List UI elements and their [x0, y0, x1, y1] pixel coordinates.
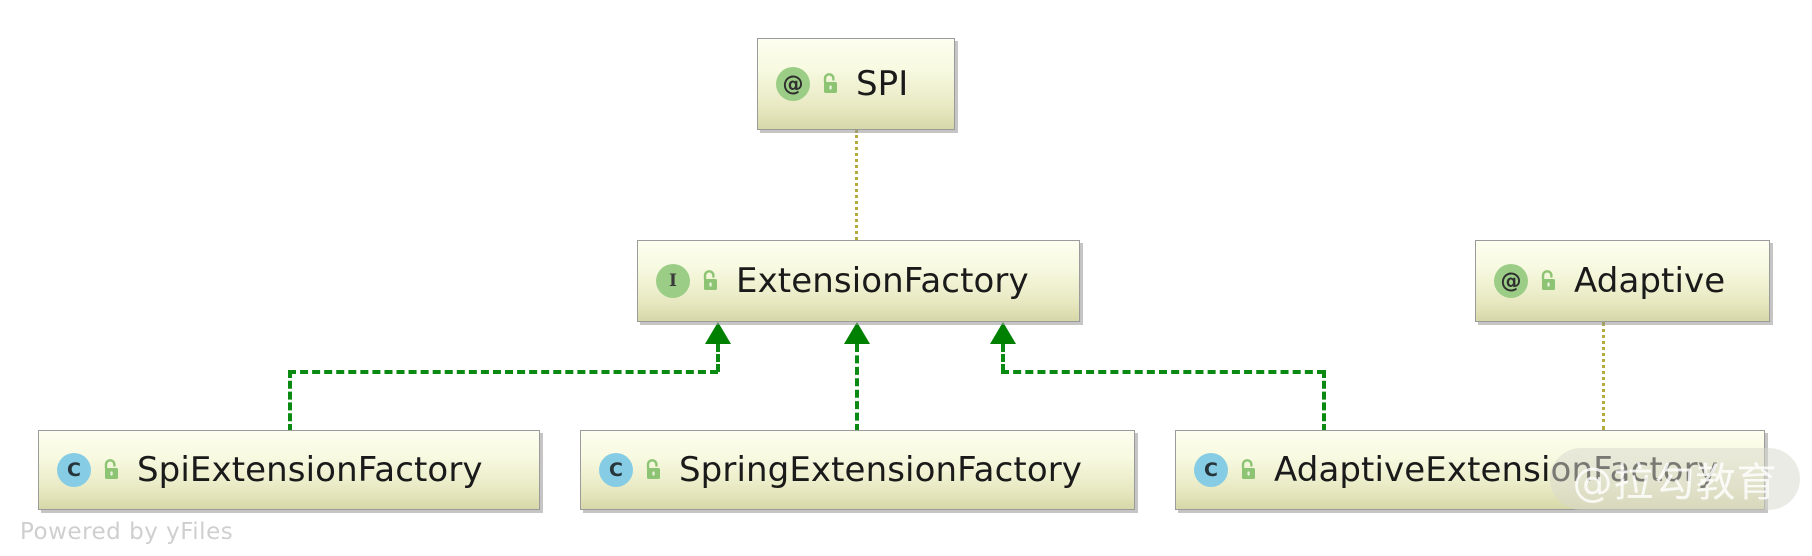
edge-spi-ef-riser[interactable] — [288, 370, 292, 432]
node-extension-factory-label: ExtensionFactory — [736, 261, 1029, 301]
node-spi-extension-factory-icons: C — [57, 453, 137, 487]
edge-spring-ef-stem[interactable] — [855, 344, 859, 432]
edge-adaptive-to-adaptive-extension-factory[interactable] — [1602, 322, 1605, 430]
annotation-badge-icon: @ — [776, 67, 810, 101]
edge-spi-to-extension-factory[interactable] — [855, 130, 858, 240]
node-spring-extension-factory[interactable]: C SpringExtensionFactory — [580, 430, 1135, 510]
node-spi-icons: @ — [776, 67, 856, 101]
brand-watermark: @拉勾教育 — [1550, 448, 1800, 510]
node-spi-label: SPI — [856, 64, 909, 104]
edge-spi-ef-stem[interactable] — [716, 344, 720, 372]
node-adaptive-extension-factory-icons: C — [1194, 453, 1274, 487]
arrowhead-spring-extension-factory — [844, 322, 870, 344]
unlock-icon — [101, 458, 123, 482]
unlock-icon — [643, 458, 665, 482]
node-spi-extension-factory-label: SpiExtensionFactory — [137, 450, 483, 490]
unlock-icon — [1238, 458, 1260, 482]
interface-badge-icon: I — [656, 264, 690, 298]
annotation-badge-icon: @ — [1494, 264, 1528, 298]
unlock-icon — [1538, 269, 1560, 293]
yfiles-watermark: Powered by yFiles — [20, 519, 234, 545]
node-spi-extension-factory[interactable]: C SpiExtensionFactory — [38, 430, 540, 510]
node-adaptive[interactable]: @ Adaptive — [1475, 240, 1770, 322]
node-spring-extension-factory-label: SpringExtensionFactory — [679, 450, 1083, 490]
node-extension-factory[interactable]: I ExtensionFactory — [637, 240, 1080, 322]
unlock-icon — [820, 72, 842, 96]
edge-adaptive-ef-horizontal[interactable] — [1001, 370, 1325, 374]
node-adaptive-label: Adaptive — [1574, 261, 1726, 301]
edge-adaptive-ef-stem[interactable] — [1001, 344, 1005, 372]
brand-watermark-text: @拉勾教育 — [1572, 460, 1778, 506]
node-extension-factory-icons: I — [656, 264, 736, 298]
class-badge-icon: C — [1194, 453, 1228, 487]
node-spi[interactable]: @ SPI — [757, 38, 955, 130]
arrowhead-adaptive-extension-factory — [990, 322, 1016, 344]
arrowhead-spi-extension-factory — [705, 322, 731, 344]
class-badge-icon: C — [57, 453, 91, 487]
class-badge-icon: C — [599, 453, 633, 487]
node-adaptive-icons: @ — [1494, 264, 1574, 298]
node-spring-extension-factory-icons: C — [599, 453, 679, 487]
edge-adaptive-ef-riser[interactable] — [1322, 370, 1326, 432]
edge-spi-ef-horizontal[interactable] — [288, 370, 718, 374]
unlock-icon — [700, 269, 722, 293]
